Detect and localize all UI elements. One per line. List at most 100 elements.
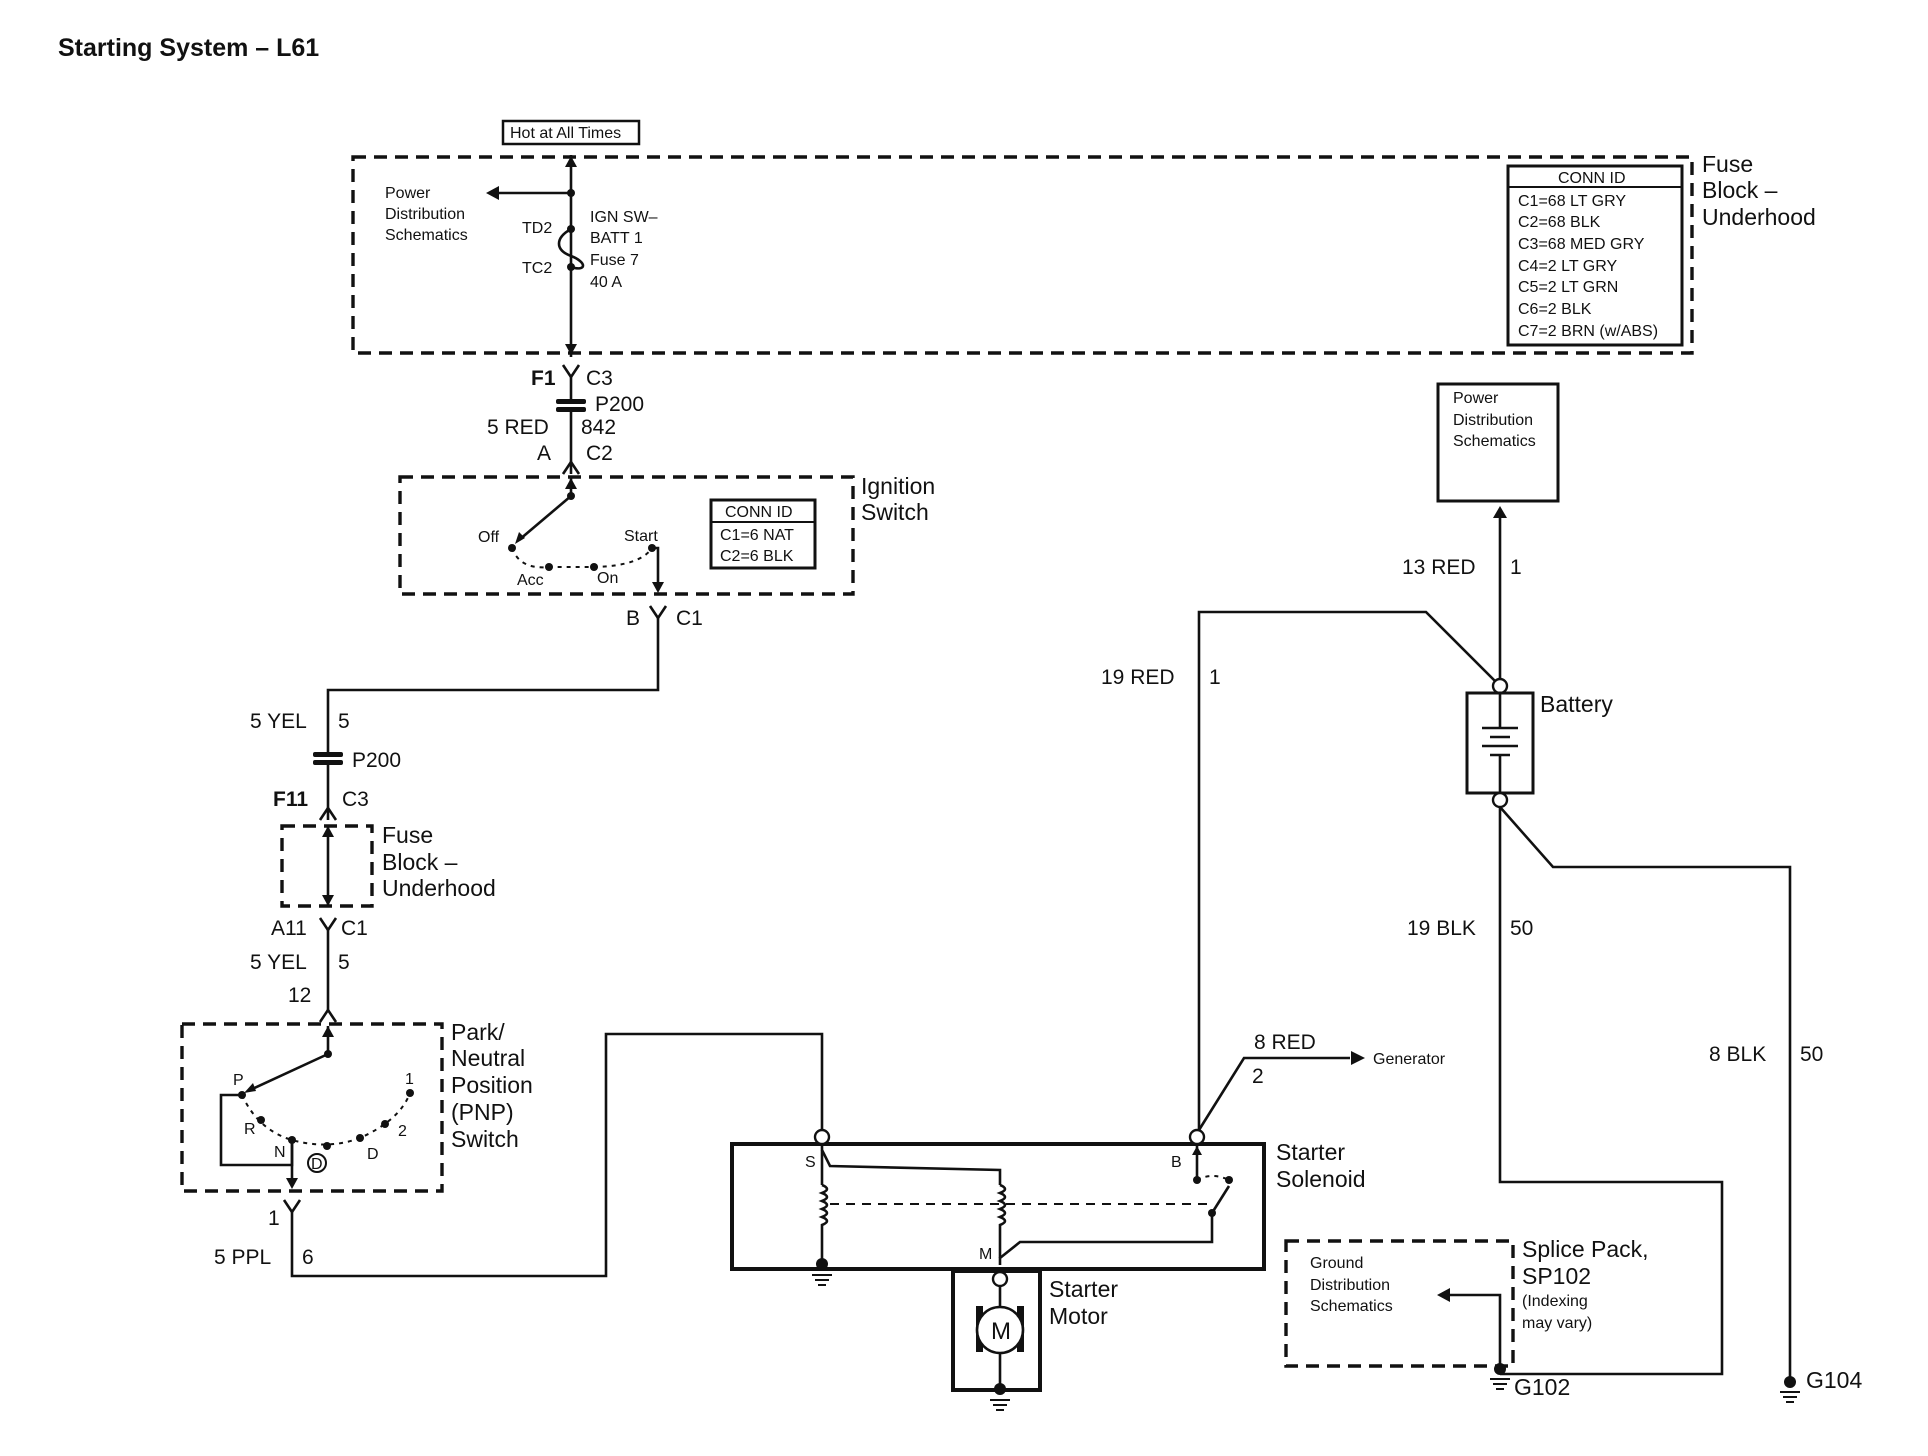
circuit-5-upper: 5 [338, 710, 350, 733]
wire-color-8-red: 8 RED [1254, 1031, 1316, 1054]
f1-label: F1 [531, 367, 556, 390]
svg-text:Start: Start [624, 528, 658, 545]
circuit-50-upper: 50 [1510, 917, 1533, 940]
pnp-positions-arc [241, 1092, 411, 1146]
svg-text:Ignition: Ignition [861, 473, 935, 499]
p200-lower-label: P200 [352, 749, 401, 772]
svg-text:C1: C1 [676, 607, 703, 630]
svg-text:S: S [805, 1154, 816, 1171]
svg-text:Schematics: Schematics [1310, 1298, 1393, 1315]
svg-text:Distribution: Distribution [1310, 1277, 1390, 1294]
ignition-conn-id-table: CONN ID C1=6 NAT C2=6 BLK [709, 498, 817, 570]
c2-label: C2 [586, 442, 613, 465]
ignition-switch-label: Ignition Switch [861, 473, 935, 525]
svg-text:Ground: Ground [1310, 1255, 1363, 1272]
circuit-50-lower: 50 [1800, 1043, 1823, 1066]
svg-text:Distribution: Distribution [1453, 412, 1533, 429]
svg-text:Block –: Block – [1702, 177, 1778, 203]
svg-text:A11: A11 [271, 917, 307, 940]
ignition-positions-arc [511, 547, 653, 569]
pds-reference-top: Power Distribution Schematics [385, 185, 468, 244]
svg-text:Position: Position [451, 1072, 533, 1098]
splice-pack-label: Splice Pack, SP102 (Indexing may vary) [1522, 1236, 1649, 1332]
pnp-switch-box [180, 1022, 444, 1193]
svg-text:CONN ID: CONN ID [725, 504, 793, 521]
svg-text:C3: C3 [342, 788, 369, 811]
svg-text:Fuse 7: Fuse 7 [590, 252, 639, 269]
svg-text:Switch: Switch [861, 499, 929, 525]
connector-pnp-1-symbol [282, 1199, 302, 1215]
svg-text:C2=6 BLK: C2=6 BLK [720, 548, 794, 565]
svg-text:Off: Off [478, 529, 500, 546]
circuit-6: 6 [302, 1246, 314, 1269]
svg-text:B: B [1171, 1154, 1182, 1171]
solenoid-b-terminal [1188, 1128, 1206, 1146]
pull-in-coil-icon [818, 1183, 829, 1264]
svg-text:Fuse: Fuse [382, 822, 433, 848]
motor-symbol-icon: M [975, 1305, 1025, 1355]
battery-neg-terminal [1491, 791, 1509, 809]
ignition-switch-box [398, 475, 855, 596]
wire-color-13-red: 13 RED [1402, 556, 1476, 579]
wire-color-5-yel-upper: 5 YEL [250, 710, 307, 733]
svg-text:P: P [233, 1072, 244, 1089]
c3-label: C3 [586, 367, 613, 390]
svg-text:C2=68 BLK: C2=68 BLK [1518, 214, 1601, 231]
svg-text:Underhood: Underhood [382, 875, 496, 901]
fuse-7-label: IGN SW– BATT 1 Fuse 7 40 A [590, 209, 658, 291]
svg-text:Hot at All Times: Hot at All Times [510, 125, 621, 142]
g104-label: G104 [1806, 1367, 1862, 1393]
svg-text:R: R [244, 1121, 256, 1138]
svg-text:C5=2 LT GRN: C5=2 LT GRN [1518, 279, 1618, 296]
ignition-switch-arm [518, 495, 572, 541]
solenoid-s-terminal [813, 1128, 831, 1146]
diagram-title: Starting System – L61 [58, 34, 319, 62]
fuse-block-underhood-top [351, 155, 1694, 355]
splice-pack-box [1284, 1239, 1515, 1368]
svg-text:On: On [597, 570, 618, 587]
battery-pos-terminal [1491, 677, 1509, 695]
wire-color-5-red: 5 RED [487, 416, 549, 439]
svg-text:Block –: Block – [382, 849, 458, 875]
motor-m-terminal [991, 1270, 1009, 1288]
generator-label: Generator [1373, 1051, 1446, 1068]
td2-label: TD2 [522, 220, 552, 237]
fuse-block-top-label: Fuse Block – Underhood [1702, 151, 1816, 230]
arrow-up-pds-icon [1493, 506, 1507, 518]
p200-splice-icon [556, 399, 586, 412]
svg-text:Schematics: Schematics [385, 227, 468, 244]
svg-text:Starter: Starter [1049, 1276, 1118, 1302]
starter-motor-label: Starter Motor [1049, 1276, 1118, 1329]
svg-text:2: 2 [398, 1123, 407, 1140]
pnp-switch-label: Park/ Neutral Position (PNP) Switch [451, 1019, 533, 1152]
svg-text:D: D [311, 1156, 323, 1173]
svg-text:Solenoid: Solenoid [1276, 1166, 1366, 1192]
svg-text:IGN SW–: IGN SW– [590, 209, 658, 226]
svg-text:Motor: Motor [1049, 1303, 1108, 1329]
svg-text:1: 1 [405, 1071, 414, 1088]
svg-text:Neutral: Neutral [451, 1045, 525, 1071]
starter-solenoid-label: Starter Solenoid [1276, 1139, 1366, 1192]
svg-text:(Indexing: (Indexing [1522, 1293, 1588, 1310]
g104-ground-icon [1780, 1376, 1800, 1403]
svg-text:(PNP): (PNP) [451, 1099, 514, 1125]
svg-text:B: B [626, 607, 640, 630]
circuit-842: 842 [581, 416, 616, 439]
p200-label: P200 [595, 393, 644, 416]
ground-dist-label: Ground Distribution Schematics [1310, 1255, 1393, 1315]
svg-text:C6=2 BLK: C6=2 BLK [1518, 301, 1592, 318]
svg-text:C1=6 NAT: C1=6 NAT [720, 527, 794, 544]
svg-text:Acc: Acc [517, 572, 544, 589]
svg-text:C3=68 MED GRY: C3=68 MED GRY [1518, 236, 1645, 253]
solenoid-contact-arm [1210, 1185, 1231, 1214]
pds-reference-right [1436, 382, 1560, 503]
svg-text:Switch: Switch [451, 1126, 519, 1152]
svg-text:may vary): may vary) [1522, 1315, 1592, 1332]
wire-color-19-blk: 19 BLK [1407, 917, 1476, 940]
connector-c2-symbol [561, 459, 581, 475]
svg-text:BATT 1: BATT 1 [590, 230, 643, 247]
svg-text:F11: F11 [273, 788, 308, 811]
wire-color-19-red: 19 RED [1101, 666, 1175, 689]
wire-color-5-ppl: 5 PPL [214, 1246, 271, 1269]
circuit-2: 2 [1252, 1065, 1264, 1088]
